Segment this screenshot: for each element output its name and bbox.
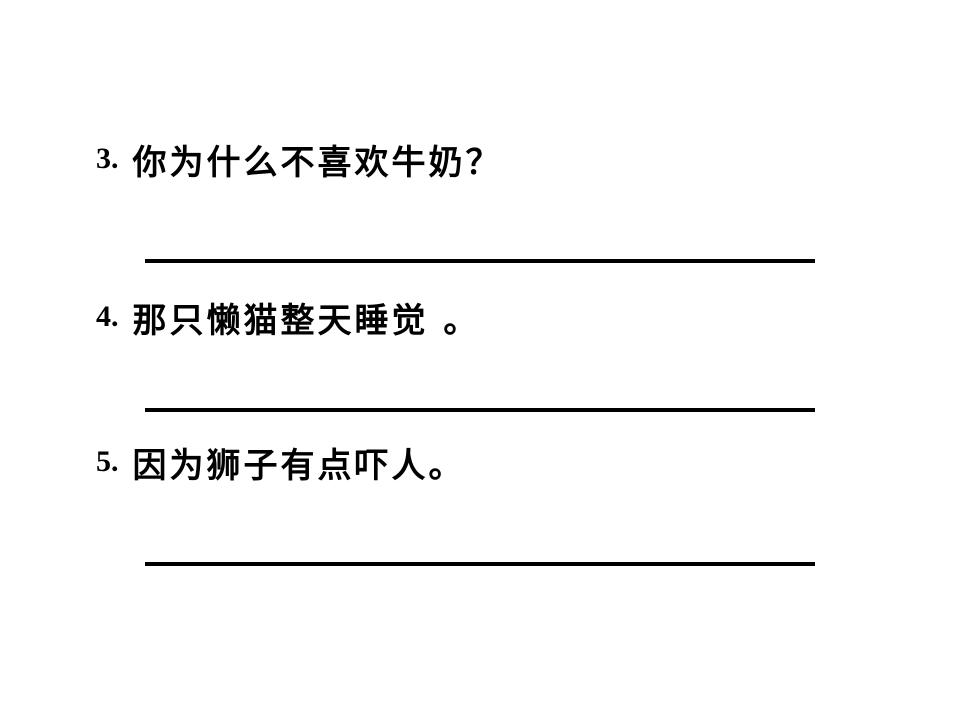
question-number: 4. (96, 300, 119, 333)
question-3: 3. 你为什么不喜欢牛奶？ (96, 134, 503, 184)
question-5: 5. 因为狮子有点吓人。 (96, 437, 466, 487)
question-4: 4. 那只懒猫整天睡觉 。 (96, 292, 480, 342)
question-number: 3. (96, 142, 119, 175)
answer-line-3 (145, 259, 815, 263)
question-text: 那只懒猫整天睡觉 。 (132, 300, 481, 341)
question-number: 5. (96, 445, 119, 478)
question-text: 因为狮子有点吓人。 (132, 445, 466, 486)
question-text: 你为什么不喜欢牛奶？ (132, 142, 503, 183)
answer-line-5 (145, 562, 815, 566)
answer-line-4 (145, 408, 815, 412)
